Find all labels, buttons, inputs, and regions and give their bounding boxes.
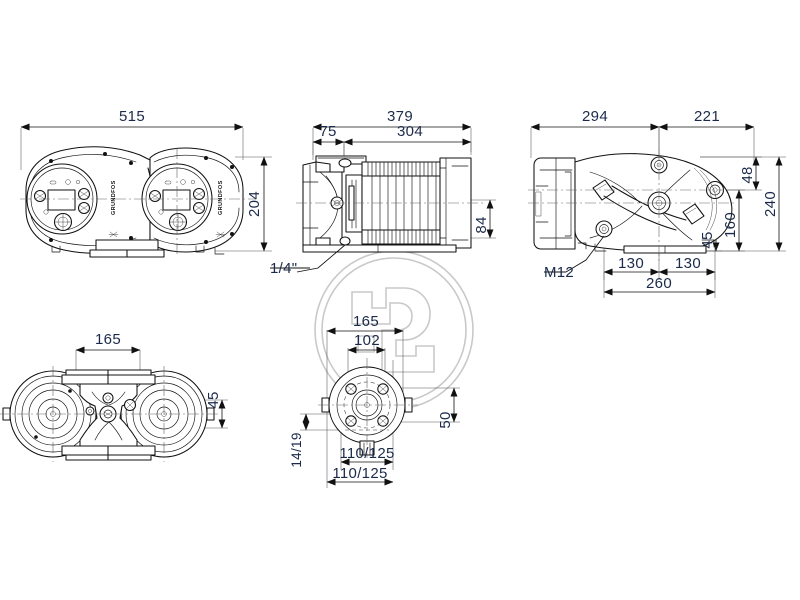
dim-label-110-125-upper: 110/125 <box>339 445 394 462</box>
dim-204 <box>215 156 272 252</box>
housing-brand-text-left: GRUNDFOS <box>111 180 117 215</box>
dim-50 <box>390 387 460 423</box>
side-elevation-pump <box>270 123 496 273</box>
grundfos-mark-left <box>108 231 119 238</box>
callout-label-m12: M12 <box>544 264 574 281</box>
dim-label-130-right: 130 <box>675 255 701 272</box>
dim-label-50: 50 <box>437 411 454 428</box>
front-elevation-twin-pump: GRUNDFOS <box>20 123 272 258</box>
dim-label-75: 75 <box>319 123 336 140</box>
plan-view-twin-pump <box>0 346 228 462</box>
dim-label-14-19: 14/19 <box>289 432 304 467</box>
dim-label-130-left: 130 <box>618 255 644 272</box>
dim-165-flange <box>326 327 404 410</box>
dim-label-160: 160 <box>722 212 739 238</box>
dim-label-110-125-lower: 110/125 <box>332 465 387 482</box>
dim-110-125-lower <box>326 410 394 488</box>
dim-label-240: 240 <box>762 191 779 217</box>
dim-label-379: 379 <box>387 108 413 125</box>
dim-label-165-flange: 165 <box>353 313 379 330</box>
dim-label-45-rear: 45 <box>699 231 716 248</box>
dim-label-294: 294 <box>582 108 608 125</box>
callout-quarter-inch <box>270 244 346 273</box>
dim-label-102: 102 <box>354 332 380 349</box>
callout-label-quarter-inch: 1/4" <box>270 260 297 277</box>
dim-label-204: 204 <box>246 191 263 217</box>
housing-brand-text-right: GRUNDFOS <box>218 180 224 215</box>
dim-label-45-plan: 45 <box>205 391 222 408</box>
dim-515 <box>20 123 244 170</box>
rear-elevation-pump <box>528 123 786 298</box>
dim-label-221: 221 <box>694 108 720 125</box>
dim-label-48: 48 <box>739 166 756 183</box>
callout-m12 <box>544 235 605 273</box>
dim-label-84: 84 <box>473 216 490 233</box>
dim-label-165-plan: 165 <box>95 331 121 348</box>
dim-label-304: 304 <box>397 123 423 140</box>
dim-label-515: 515 <box>119 108 145 125</box>
dim-260 <box>603 272 716 298</box>
grundfos-mark-right <box>215 231 226 238</box>
flange-detail-view <box>300 327 460 488</box>
dim-label-260: 260 <box>646 275 672 292</box>
